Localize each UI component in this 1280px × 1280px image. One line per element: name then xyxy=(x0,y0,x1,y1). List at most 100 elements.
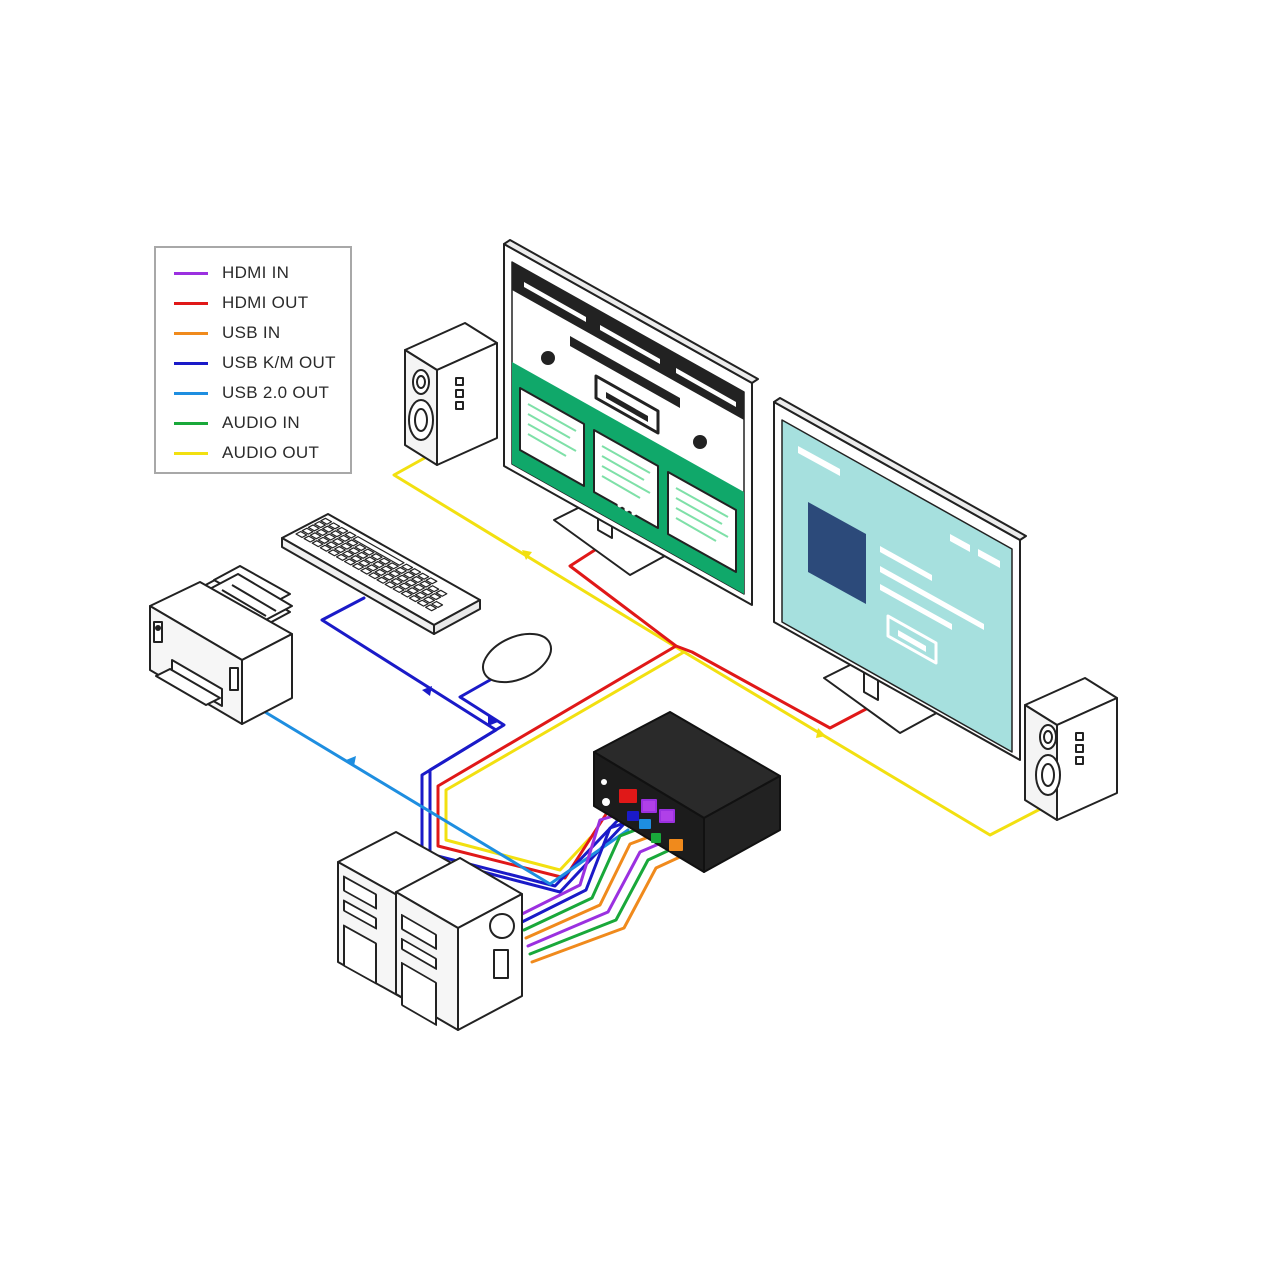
port-audio xyxy=(651,833,661,843)
speaker-right xyxy=(1024,677,1118,821)
keyboard-key xyxy=(419,580,432,588)
legend-swatch xyxy=(174,331,208,335)
legend-label: USB 2.0 OUT xyxy=(222,383,330,402)
keyboard-key xyxy=(325,541,338,549)
keyboard-key xyxy=(403,571,416,579)
keyboard-key xyxy=(411,575,424,584)
keyboard-key xyxy=(408,595,421,603)
keyboard-key xyxy=(390,578,403,586)
keyboard-key xyxy=(415,591,427,599)
kvm-switch-side xyxy=(703,775,781,873)
port-usb-in xyxy=(669,839,683,851)
legend-item-audio-in: AUDIO IN xyxy=(174,408,300,438)
keyboard-key xyxy=(374,568,387,576)
keyboard-key xyxy=(344,558,356,566)
port-hdmi-in-2 xyxy=(659,809,675,823)
keyboard-key xyxy=(416,599,429,607)
keyboard-key xyxy=(315,528,328,537)
arrow-icon xyxy=(346,756,356,766)
keyboard-key xyxy=(421,588,434,596)
screen-button-outline xyxy=(886,614,938,665)
keyboard-key xyxy=(362,548,375,556)
keyboard-key xyxy=(309,532,322,540)
keyboard-key xyxy=(358,559,371,567)
legend-label: USB IN xyxy=(222,323,281,342)
legend-swatch xyxy=(174,301,208,305)
legend-item-usb-km-out: USB K/M OUT xyxy=(174,348,336,378)
keyboard-key xyxy=(425,604,437,612)
keyboard-key xyxy=(372,560,385,569)
keyboard-key xyxy=(334,545,346,554)
pc-fan-grill xyxy=(489,913,515,939)
pc-vent xyxy=(343,924,377,985)
legend-item-hdmi-in: HDMI IN xyxy=(174,258,289,288)
keyboard-key xyxy=(354,543,367,552)
cable-hdmi-out-left xyxy=(436,546,678,880)
keyboard-key xyxy=(401,563,414,571)
arrow-icon xyxy=(488,716,498,726)
keyboard-key xyxy=(396,574,409,582)
keyboard-key xyxy=(384,581,397,589)
port-usb-20 xyxy=(639,819,651,829)
keyboard-key xyxy=(348,547,361,555)
keyboard-key xyxy=(327,549,340,557)
legend-swatch xyxy=(174,391,208,395)
keyboard-key xyxy=(370,553,383,561)
keyboard-key xyxy=(413,583,426,591)
keyboard-key xyxy=(295,530,308,539)
keyboard-key xyxy=(366,564,379,572)
keyboard-key xyxy=(301,527,314,535)
keyboard-key xyxy=(423,596,436,604)
keyboard-key xyxy=(405,579,417,587)
keyboard-key xyxy=(388,570,401,578)
keyboard-key xyxy=(406,587,419,595)
keyboard-key xyxy=(303,535,316,543)
keyboard-key xyxy=(340,542,353,550)
keyboard-key xyxy=(376,576,389,584)
keyboard-key xyxy=(330,530,343,538)
keyboard-spacebar xyxy=(352,536,405,566)
keyboard-key xyxy=(352,562,365,571)
cable-usb-km-mouse xyxy=(428,678,626,894)
screen-dark-block xyxy=(808,502,866,604)
arrow-icon xyxy=(422,686,432,696)
legend-label: HDMI IN xyxy=(222,263,290,282)
monitor-right-screen xyxy=(781,419,1013,753)
keyboard-key xyxy=(324,533,336,541)
legend-label: HDMI OUT xyxy=(222,293,309,312)
legend-label: AUDIO OUT xyxy=(222,443,320,462)
legend-item-audio-out: AUDIO OUT xyxy=(174,438,319,468)
keyboard-key xyxy=(360,567,373,575)
port-hdmi-in-1 xyxy=(641,799,657,813)
keyboard-key xyxy=(425,577,438,585)
cable-usb-km-keyboard xyxy=(320,596,620,888)
keyboard-key xyxy=(307,524,320,532)
keyboard-key xyxy=(398,582,411,590)
cable-hdmi-out-right xyxy=(674,644,870,730)
cable-audio-out-right xyxy=(682,650,1050,837)
keyboard-key xyxy=(320,517,333,525)
keyboard-key xyxy=(344,531,357,539)
keyboard-key xyxy=(335,553,348,561)
keyboard-key xyxy=(429,593,442,601)
legend-label: AUDIO IN xyxy=(222,413,300,432)
keyboard-key xyxy=(427,585,440,593)
cable-pc-hdmi-in-2 xyxy=(526,838,670,948)
keyboard-key xyxy=(356,551,369,559)
legend-swatch xyxy=(174,271,208,275)
cable-pc-audio-in-2 xyxy=(528,846,676,956)
keyboard-key xyxy=(386,562,399,570)
monitor-right xyxy=(773,397,1027,761)
cable-pc-usb-in-2 xyxy=(530,854,684,964)
monitor-left xyxy=(503,239,759,606)
keyboard xyxy=(281,513,481,635)
arrow-icon xyxy=(522,550,532,560)
keyboard-key xyxy=(328,522,341,530)
keyboard-key xyxy=(317,536,330,544)
legend-item-hdmi-out: HDMI OUT xyxy=(174,288,308,318)
keyboard-key xyxy=(332,538,345,546)
keyboard-key xyxy=(368,572,381,580)
keyboard-key xyxy=(311,540,324,548)
cable-audio-out-left xyxy=(392,453,686,872)
printer xyxy=(149,565,293,725)
